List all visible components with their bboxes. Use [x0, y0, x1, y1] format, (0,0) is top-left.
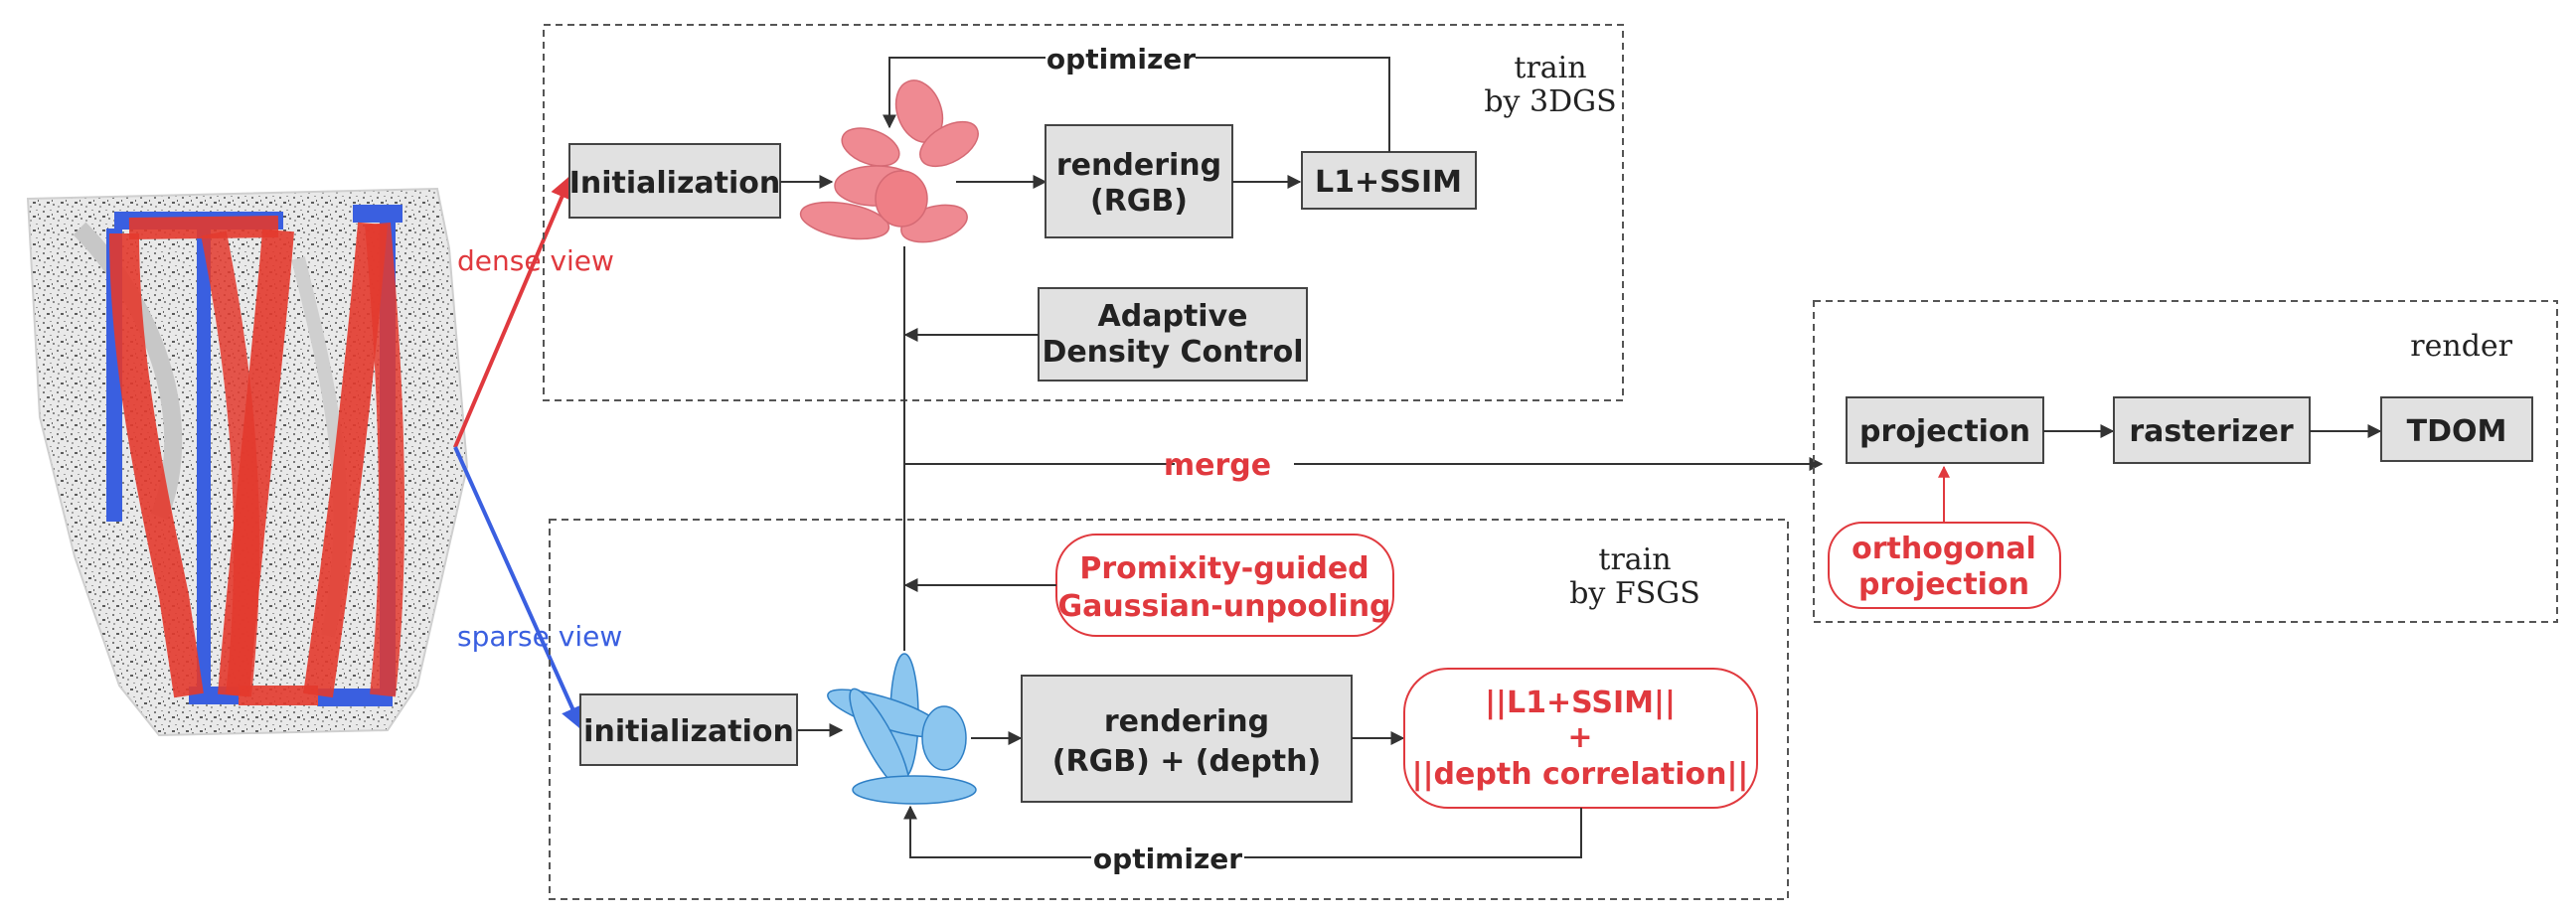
- rendering-label-fsgs-line1: rendering: [1104, 704, 1269, 739]
- ortho-label-line2: projection: [1858, 567, 2029, 602]
- unpooling-label-line1: Promixity-guided: [1079, 551, 1368, 586]
- train-fsgs-title-line1: train: [1598, 542, 1671, 577]
- rasterizer-label: rasterizer: [2129, 414, 2293, 449]
- ortho-label-line1: orthogonal: [1852, 532, 2036, 566]
- render-panel: [1813, 300, 2558, 623]
- loss-label-fsgs-line2: +: [1567, 720, 1592, 755]
- projection-box: [1846, 396, 2044, 464]
- initialization-label-fsgs: initialization: [583, 714, 794, 749]
- adaptive-density-control-box: [1038, 287, 1308, 382]
- train-3dgs-title-line1: train: [1514, 51, 1586, 85]
- adc-label-line2: Density Control: [1042, 335, 1303, 370]
- train-3dgs-panel: [543, 24, 1624, 401]
- train-3dgs-title-line2: by 3DGS: [1484, 84, 1616, 119]
- tdom-label: TDOM: [2407, 414, 2507, 449]
- unpooling-label-line2: Gaussian-unpooling: [1057, 589, 1390, 624]
- initialization-label-3dgs: Initialization: [569, 166, 781, 201]
- adc-label-line1: Adaptive: [1098, 299, 1248, 334]
- merge-label: merge: [1164, 448, 1271, 483]
- render-title: render: [2410, 329, 2512, 364]
- dense-view-label: dense view: [457, 244, 614, 277]
- initialization-box-fsgs: [579, 693, 798, 766]
- loss-label-3dgs: L1+SSIM: [1315, 165, 1462, 200]
- gaussian-cluster-red-icon: [799, 79, 979, 243]
- rasterizer-box: [2113, 396, 2311, 464]
- train-fsgs-title-line2: by FSGS: [1569, 576, 1700, 611]
- rendering-label-fsgs-line2: (RGB) + (depth): [1052, 744, 1321, 779]
- rendering-box-fsgs: [1021, 675, 1353, 803]
- rendering-label-3dgs-line2: (RGB): [1090, 184, 1188, 219]
- loss-label-fsgs-line1: ||L1+SSIM||: [1485, 686, 1676, 720]
- projection-label: projection: [1859, 414, 2030, 449]
- sparse-view-label: sparse view: [457, 620, 622, 653]
- loss-label-fsgs-line3: ||depth correlation||: [1412, 757, 1749, 792]
- tdom-box: [2380, 396, 2533, 462]
- loss-box-3dgs: [1301, 151, 1477, 210]
- rendering-box-3dgs: [1045, 124, 1233, 238]
- optimizer-label-3dgs: optimizer: [1046, 43, 1196, 76]
- scene-flight-path-image: [26, 187, 469, 737]
- optimizer-label-fsgs: optimizer: [1093, 842, 1242, 875]
- dense-view-arrow: [453, 174, 573, 448]
- train-fsgs-panel: [549, 519, 1789, 900]
- gaussian-cluster-blue-icon: [827, 653, 977, 805]
- sparse-view-arrow: [453, 446, 584, 731]
- rendering-label-3dgs-line1: rendering: [1056, 148, 1221, 183]
- initialization-box-3dgs: [568, 143, 781, 219]
